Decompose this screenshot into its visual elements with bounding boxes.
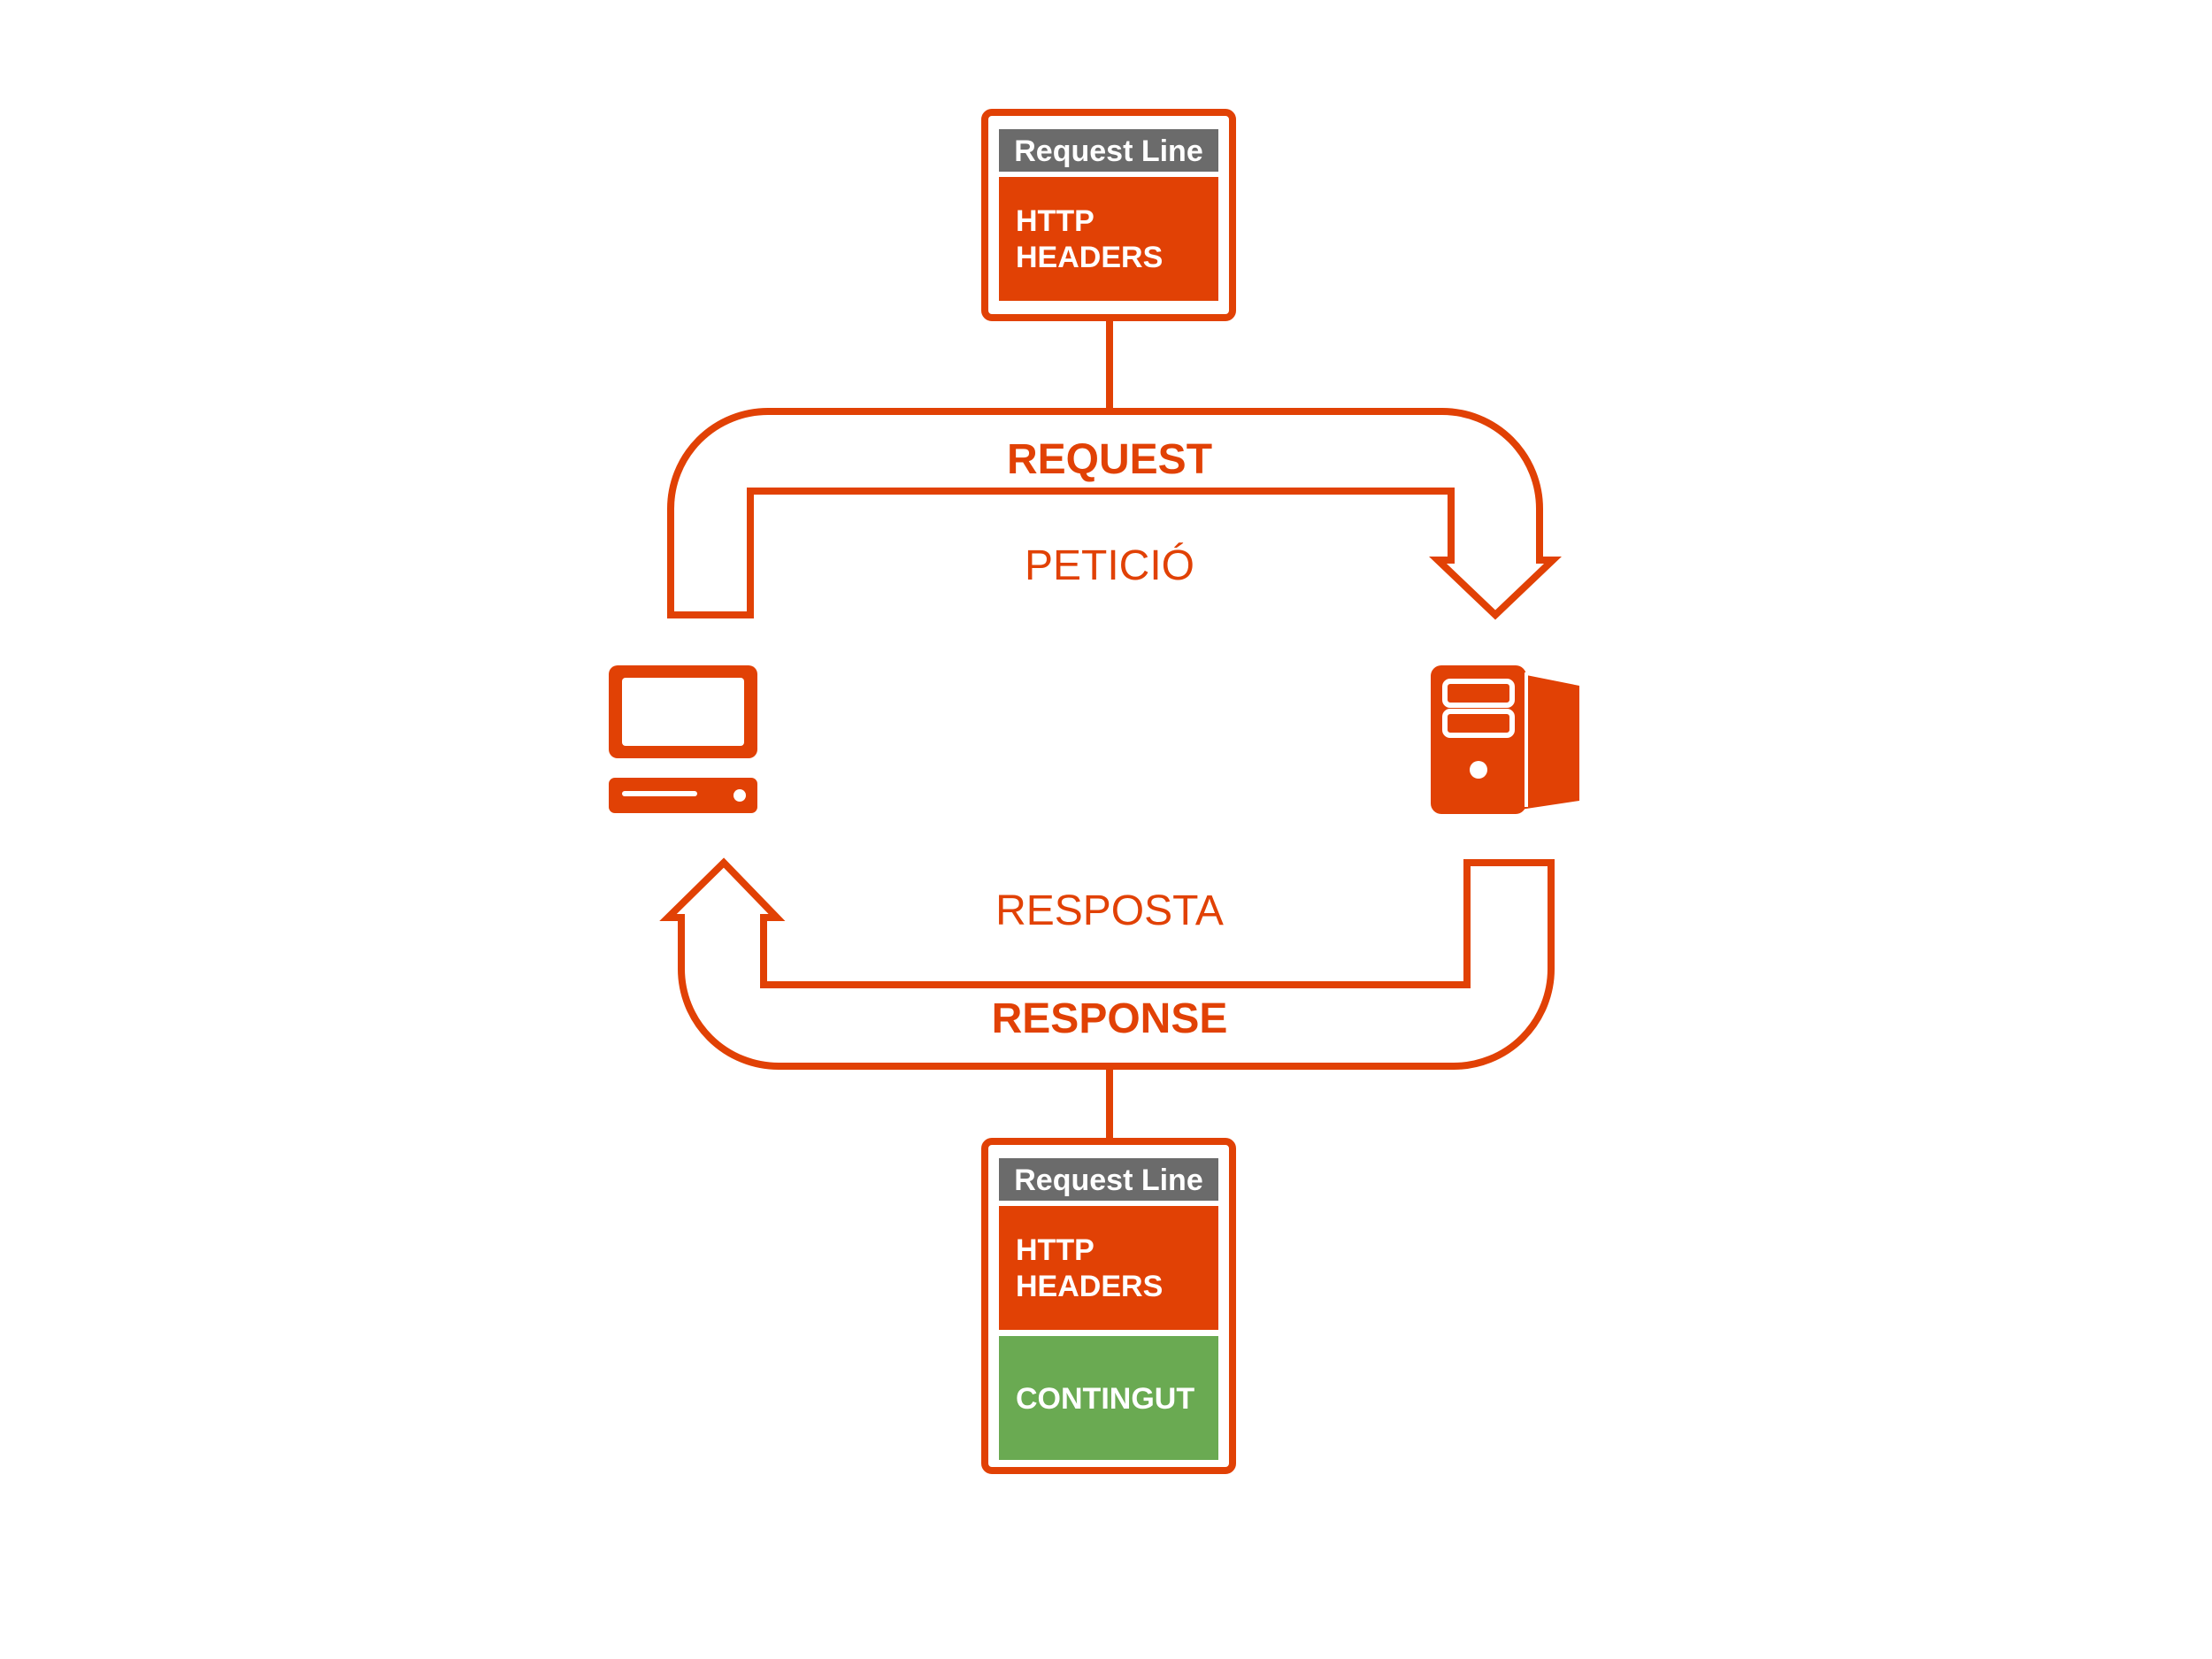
request-headers-line1: HTTP [1016, 204, 1094, 238]
response-line-bar [999, 1158, 1218, 1201]
response-content-text: CONTINGUT [1016, 1382, 1194, 1416]
response-sublabel: RESPOSTA [995, 887, 1224, 934]
response-arrow [659, 857, 1555, 1070]
request-line-text: Request Line [1014, 134, 1202, 168]
response-headers-block [999, 1206, 1218, 1330]
response-headers-line2: HEADERS [1016, 1270, 1163, 1303]
request-headers-line2: HEADERS [1016, 241, 1163, 274]
response-line-text: Request Line [1014, 1164, 1202, 1197]
server-tower-icon [1431, 665, 1579, 814]
request-sublabel: PETICIÓ [1025, 541, 1194, 589]
request-message-box: Request Line HTTP HEADERS [981, 109, 1236, 321]
request-arrow [667, 408, 1562, 620]
response-content-block [999, 1336, 1218, 1460]
request-label: REQUEST [1007, 436, 1212, 483]
request-headers-block [999, 177, 1218, 301]
response-message-box: Request Line HTTP HEADERS CONTINGUT [981, 1138, 1236, 1474]
desktop-computer-icon [609, 665, 757, 813]
response-headers-line1: HTTP [1016, 1233, 1094, 1267]
request-line-bar [999, 129, 1218, 172]
response-label: RESPONSE [992, 995, 1228, 1042]
